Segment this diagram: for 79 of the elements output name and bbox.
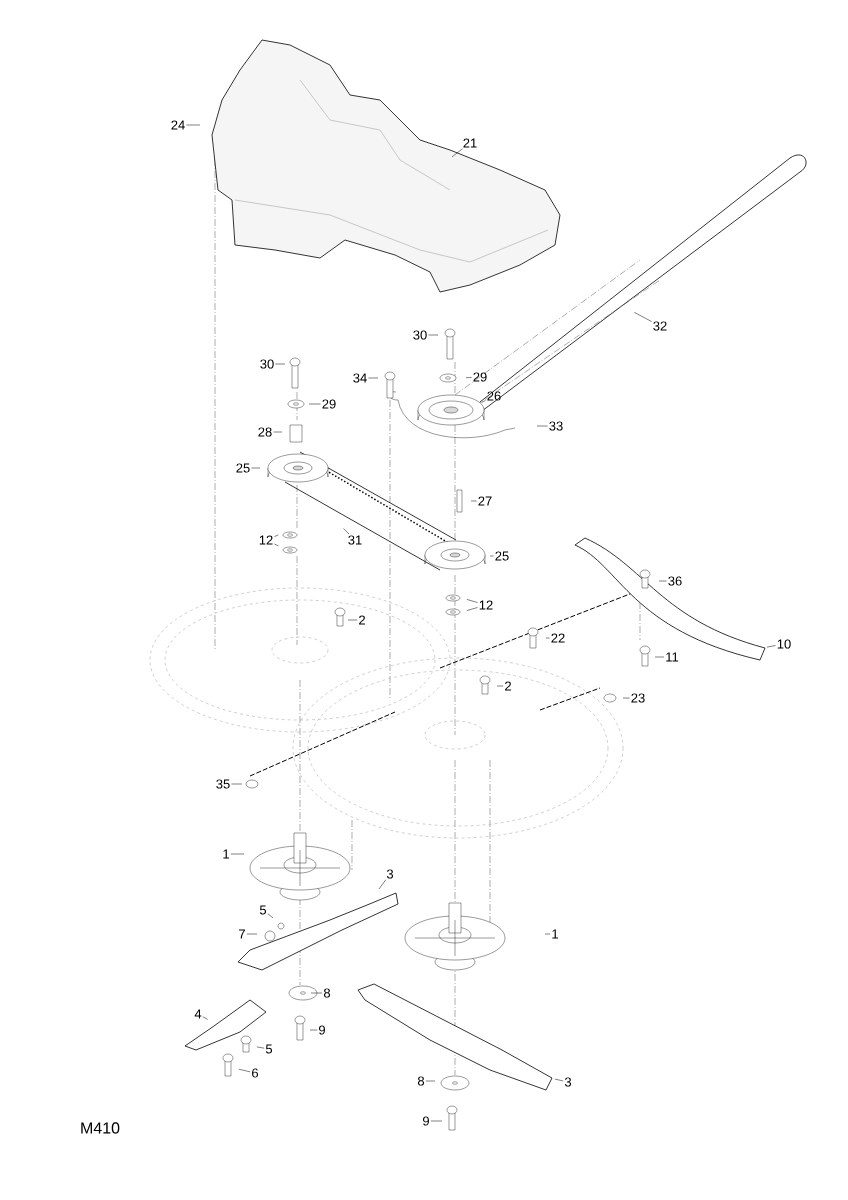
callout-number: 1 <box>552 929 558 939</box>
callout-number: 30 <box>413 330 427 340</box>
callout-number: 33 <box>549 421 563 431</box>
leader-line <box>274 543 279 547</box>
callout-number: 36 <box>668 576 682 586</box>
callout-number: 25 <box>236 463 250 473</box>
callout-number: 22 <box>551 633 565 643</box>
leader-line <box>425 1080 436 1082</box>
leader-line <box>275 363 286 365</box>
leader-line <box>378 879 386 890</box>
leader-line <box>481 400 486 403</box>
callout-number: 11 <box>666 652 679 662</box>
leader-line <box>309 1029 318 1031</box>
callout-number: 35 <box>216 779 230 789</box>
leader-line <box>308 403 321 405</box>
callout-number: 5 <box>265 1044 273 1054</box>
callout-number: 4 <box>194 1009 202 1019</box>
leader-line <box>273 431 283 433</box>
leader-line <box>430 1120 443 1122</box>
callout-number: 26 <box>487 391 501 401</box>
leader-line <box>202 1016 208 1020</box>
leader-line <box>622 697 630 699</box>
leader-line <box>658 580 667 582</box>
leader-line <box>554 1078 564 1082</box>
leader-line <box>368 377 379 379</box>
callout-number: 29 <box>322 399 336 409</box>
leader-line <box>347 619 358 621</box>
callout-number: 1 <box>223 849 229 859</box>
leader-line <box>251 467 261 469</box>
callout-number: 12 <box>479 600 493 610</box>
callout-number: 8 <box>323 988 331 998</box>
leader-line <box>634 312 652 322</box>
leader-line <box>231 783 243 785</box>
leader-line <box>544 933 551 935</box>
leader-line <box>274 534 279 537</box>
callout-number: 2 <box>505 681 511 691</box>
callout-number: 9 <box>423 1116 429 1126</box>
leader-line <box>451 148 463 158</box>
leader-line <box>343 528 350 535</box>
callout-number: 3 <box>564 1077 572 1087</box>
leader-line <box>465 377 472 378</box>
leader-line <box>246 933 258 935</box>
leader-line <box>489 555 494 557</box>
leader-line <box>310 992 323 994</box>
callout-number: 8 <box>417 1076 425 1086</box>
callout-number: 27 <box>478 496 492 506</box>
callout-number: 32 <box>653 321 667 331</box>
callout-number: 6 <box>252 1068 259 1078</box>
callout-number: 21 <box>463 138 477 148</box>
leader-line <box>654 656 665 658</box>
callout-number: 34 <box>353 373 367 383</box>
leader-line <box>470 500 477 502</box>
callout-number: 29 <box>473 372 487 382</box>
leader-line <box>186 124 201 126</box>
callout-number: 24 <box>171 120 185 130</box>
callout-number: 28 <box>258 427 272 437</box>
leader-line <box>466 607 478 611</box>
callout-number: 5 <box>259 905 267 915</box>
leader-line <box>536 425 548 427</box>
callout-number: 30 <box>260 359 274 369</box>
callout-number: 23 <box>631 693 645 703</box>
leader-line <box>466 599 478 603</box>
callout-number: 9 <box>319 1025 325 1035</box>
callout-number: 31 <box>348 535 362 545</box>
callout-number: 3 <box>386 869 394 879</box>
leader-line <box>766 645 776 648</box>
callout-number: 10 <box>777 639 791 649</box>
leader-line <box>256 1046 265 1049</box>
leader-line <box>428 334 439 336</box>
callout-number: 2 <box>359 615 365 625</box>
leader-line <box>238 1068 251 1073</box>
leader-line <box>230 853 245 855</box>
callout-number: 25 <box>495 551 509 561</box>
callout-number: 12 <box>259 535 273 545</box>
callout-number: 7 <box>239 929 245 939</box>
leader-line <box>267 913 274 919</box>
figure-code: M410 <box>81 1122 120 1134</box>
leader-line <box>545 637 550 639</box>
leader-line <box>496 685 504 687</box>
